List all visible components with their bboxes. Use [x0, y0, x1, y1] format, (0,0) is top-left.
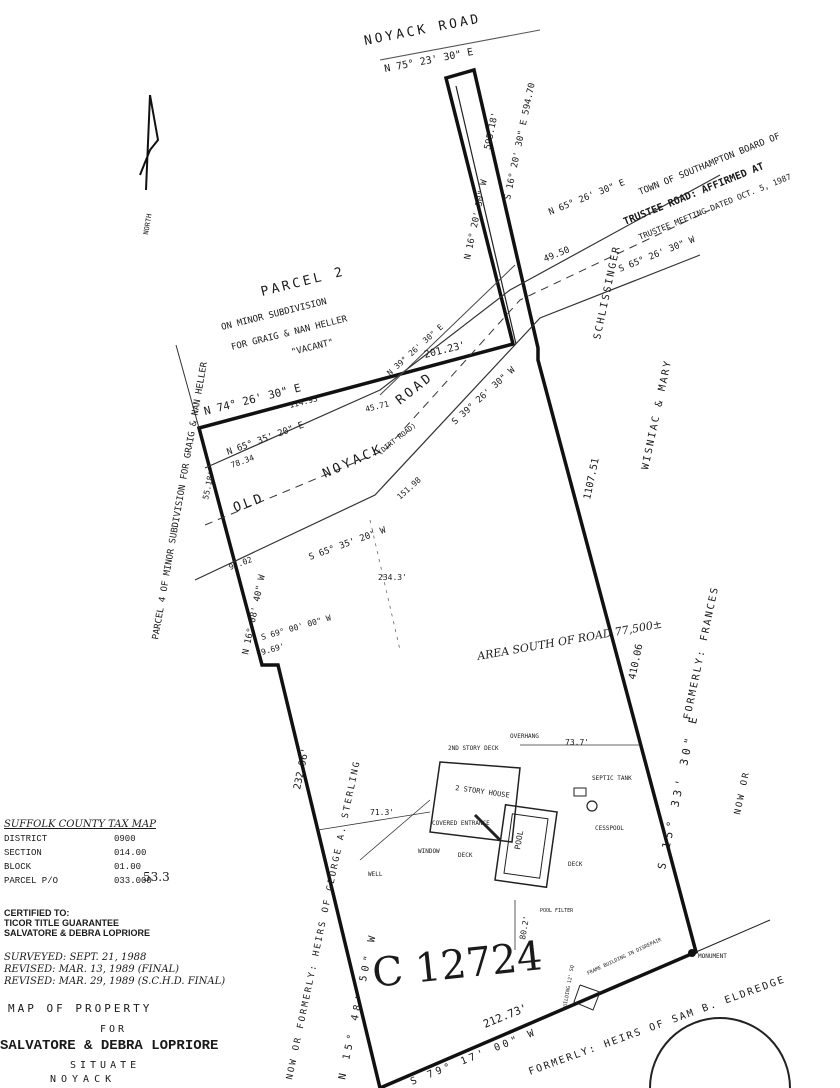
house [429, 761, 558, 889]
pool-label: POOL [513, 830, 525, 851]
dist-97: 97.02 [228, 555, 254, 572]
tie-line-2 [369, 519, 401, 651]
covered-label: COVERED ENTRANCE [432, 820, 490, 827]
north-arrow-icon [139, 94, 160, 191]
certified-line: TICOR TITLE GUARANTEE [4, 918, 119, 928]
for-label: FOR [100, 1024, 128, 1035]
monument-label: MONUMENT [698, 953, 727, 960]
old-road-north [204, 174, 721, 469]
bearing-east-strip2: S 16° 20' 30" E 594.70 [503, 82, 538, 201]
house-label: 2 STORY HOUSE [455, 784, 510, 800]
deck2-label: 2ND STORY DECK [448, 745, 499, 752]
neighbor-east2: WISNIAC & MARY [640, 358, 674, 470]
bearing-n65a: N 65° 35' 20" E [226, 421, 306, 458]
tax-map-title: SUFFOLK COUNTY TAX MAP [4, 819, 156, 830]
deck-r-label: DECK [568, 861, 583, 868]
deck-label: DECK [458, 852, 473, 859]
tax-row: DISTRICT 0900 [4, 832, 254, 846]
dist-9: 9.69' [260, 642, 286, 657]
road-old-label: OLD [231, 491, 267, 516]
road-top-line [379, 29, 541, 61]
pool-outline [494, 803, 558, 889]
dist-73: 73.7' [565, 738, 589, 747]
owner-name: SALVATORE & DEBRA LOPRIORE [0, 1038, 219, 1054]
dist-71: 71.3' [370, 808, 394, 817]
bearing-east-strip: N 16° 20' 30" W [463, 178, 490, 260]
dist-80: 80.2' [518, 915, 531, 940]
road-top-label: NOYACK ROAD [363, 11, 483, 48]
map-title: MAP OF PROPERTY [8, 1002, 153, 1015]
situate-label: SITUATE [70, 1060, 141, 1071]
bearing-s65b: S 65° 26' 30" W [617, 235, 697, 275]
dist-151: 151.98 [395, 475, 423, 501]
septic-tank-marker [573, 787, 587, 797]
old-road-center [204, 209, 711, 526]
certified-line: CERTIFIED TO: [4, 908, 70, 918]
old-road-south [194, 254, 701, 581]
east-dist-410: 410.06 [627, 643, 645, 681]
overhang-label: OVERHANG [510, 733, 539, 740]
tax-row-label: PARCEL P/O [4, 876, 59, 886]
septic-label: SEPTIC TANK [592, 775, 632, 782]
west-dist-232: 232.96' [292, 747, 312, 791]
strip-inner-line [455, 85, 517, 345]
south-ext-line [695, 919, 771, 953]
parcel-line [175, 344, 200, 429]
road-noyack-label: NOYACK [321, 442, 386, 482]
bearing-n65b: N 65° 26' 30" E [547, 178, 626, 218]
dist-49: 49.50 [542, 245, 571, 264]
tax-map-block: SUFFOLK COUNTY TAX MAP DISTRICT 0900 SECT… [4, 818, 254, 888]
cesspool-marker [586, 800, 598, 812]
dist-45: 45.71 [364, 399, 390, 414]
revised-date: REVISED: MAR. 13, 1989 (FINAL) [4, 964, 180, 975]
well-label: WELL [368, 871, 383, 878]
south-bearing: S 79° 17' 00" W [409, 1027, 539, 1088]
dim-line [317, 811, 431, 831]
tax-row-value: 033.000 [114, 876, 152, 886]
bearing-s69: S 69° 00' 00" W [260, 613, 332, 642]
parcel-alt-number: 53.3 [143, 870, 170, 884]
neighbor-east3: FORMERLY: FRANCES [682, 585, 721, 721]
tax-row-label: SECTION [4, 848, 42, 858]
tax-row-value: 014.00 [114, 848, 147, 858]
certified-line: SALVATORE & DEBRA LOPRIORE [4, 928, 151, 938]
tie-line [379, 264, 516, 396]
property-boundary [196, 67, 699, 1088]
neighbor-east4: NOW OR [733, 770, 752, 816]
road-dirt-label: (DIRT ROAD) [376, 422, 417, 457]
monument-marker [688, 949, 696, 957]
parcel4-label: PARCEL 4 OF MINOR SUBDIVISION FOR GRAIG … [151, 361, 210, 641]
tax-row-value: 01.00 [114, 862, 142, 872]
bearing-s39: S 39° 26' 30" W [450, 365, 518, 427]
dim-line [359, 799, 431, 861]
tax-row: SECTION 014.00 [4, 846, 254, 860]
dist-234: 234.3' [378, 573, 407, 582]
survey-dates: SURVEYED: SEPT. 21, 1988 REVISED: MAR. 1… [4, 952, 225, 988]
cesspool-label: CESSPOOL [595, 825, 624, 832]
tax-row-label: DISTRICT [4, 834, 48, 844]
place-label: NOYACK [50, 1074, 117, 1085]
parcel2-line3: "VACANT" [290, 338, 334, 358]
certified-block: CERTIFIED TO: TICOR TITLE GUARANTEE SALV… [4, 908, 150, 938]
east-bearing: S 15° 33' 30" E [655, 712, 701, 871]
tax-row: BLOCK 01.00 [4, 860, 254, 874]
building-outline [573, 984, 601, 1011]
seal-stamp [649, 1017, 791, 1088]
tax-row-value: 0900 [114, 834, 136, 844]
tax-row: PARCEL P/O 033.000 [4, 874, 254, 888]
east-dist-1107: 1107.51 [582, 457, 602, 501]
north-label: NORTH [142, 213, 154, 235]
dist-114: 114.93 [288, 394, 318, 410]
surveyed-date: SURVEYED: SEPT. 21, 1988 [4, 952, 147, 963]
tax-row-label: BLOCK [4, 862, 32, 872]
window-label: WINDOW [418, 848, 440, 855]
pool-filter-label: POOL FILTER [540, 908, 574, 914]
parcel2-title: PARCEL 2 [259, 264, 347, 300]
revised-date: REVISED: MAR. 29, 1989 (S.C.H.D. FINAL) [4, 976, 226, 987]
